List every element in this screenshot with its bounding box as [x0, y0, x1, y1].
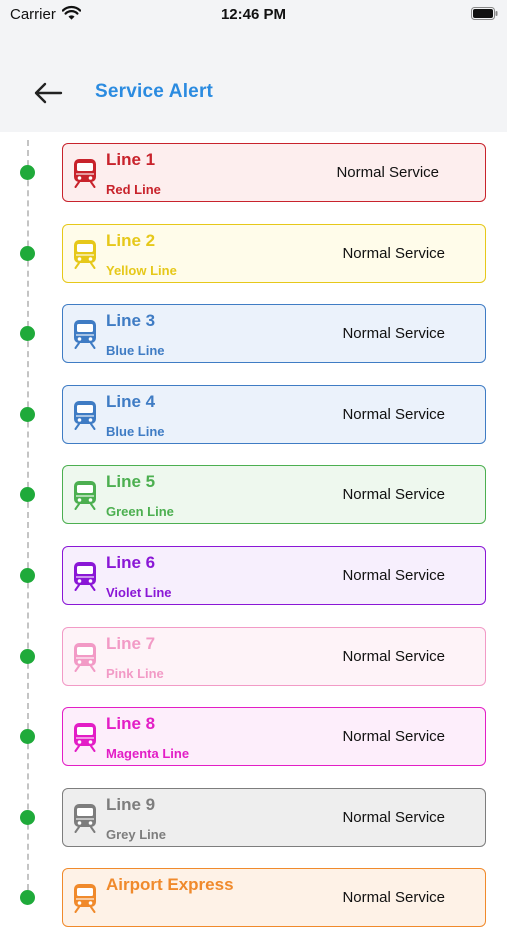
- train-icon: [74, 562, 96, 591]
- timeline-dot: [20, 487, 35, 503]
- timeline-dot: [20, 245, 35, 261]
- back-button[interactable]: [28, 76, 68, 110]
- line-subtitle: Pink Line: [106, 665, 164, 681]
- service-status: Normal Service: [342, 325, 445, 343]
- line-card[interactable]: Line 4 Blue Line Normal Service: [62, 384, 486, 444]
- timeline-dot: [20, 165, 35, 180]
- timeline-dot: [20, 890, 35, 906]
- train-icon: [74, 400, 96, 430]
- line-subtitle: Grey Line: [106, 826, 166, 842]
- line-name: Line 6: [106, 553, 156, 572]
- service-status: Normal Service: [342, 647, 445, 665]
- train-icon: [74, 320, 96, 350]
- service-status: Normal Service: [342, 244, 445, 262]
- line-subtitle: Magenta Line: [106, 746, 190, 762]
- train-icon: [74, 481, 96, 511]
- service-status: Normal Service: [342, 808, 445, 826]
- line-name: Line 2: [106, 230, 156, 250]
- timeline-dot: [20, 648, 35, 664]
- line-name: Line 5: [106, 472, 156, 492]
- timeline-dot: [20, 568, 35, 583]
- line-card[interactable]: Line 6 Violet Line Normal Service: [62, 546, 486, 605]
- line-card[interactable]: Line 3 Blue Line Normal Service: [62, 304, 486, 364]
- timeline-dot: [20, 809, 35, 825]
- line-subtitle: Yellow Line: [106, 262, 177, 278]
- line-name: Airport Express: [106, 875, 234, 895]
- timeline-dot: [20, 326, 35, 342]
- train-icon: [74, 803, 96, 833]
- line-name: Line 8: [106, 714, 156, 734]
- page-title: Service Alert: [95, 81, 214, 102]
- train-icon: [74, 642, 96, 672]
- service-status: Normal Service: [342, 486, 445, 504]
- line-subtitle: Green Line: [106, 504, 174, 520]
- line-card[interactable]: Line 5 Green Line Normal Service: [62, 465, 486, 525]
- service-status: Normal Service: [342, 728, 445, 746]
- line-name: Line 9: [106, 794, 156, 814]
- line-name: Line 1: [106, 150, 156, 169]
- line-subtitle: Red Line: [106, 182, 161, 197]
- arrow-left-icon: [34, 82, 63, 104]
- service-status: Normal Service: [336, 164, 439, 181]
- line-card[interactable]: Line 1 Red Line Normal Service: [62, 143, 486, 202]
- service-status: Normal Service: [342, 405, 445, 423]
- train-icon: [74, 239, 96, 269]
- line-subtitle: Blue Line: [106, 343, 165, 359]
- line-subtitle: Violet Line: [106, 585, 172, 600]
- service-status: Normal Service: [342, 889, 445, 907]
- clock: 12:46 PM: [220, 6, 287, 23]
- line-card[interactable]: Line 2 Yellow Line Normal Service: [62, 223, 486, 283]
- train-icon: [74, 723, 96, 753]
- train-icon: [74, 159, 96, 188]
- line-card[interactable]: Line 9 Grey Line Normal Service: [62, 787, 486, 847]
- line-name: Line 3: [106, 311, 156, 331]
- train-icon: [74, 884, 96, 914]
- battery-icon: [471, 7, 498, 20]
- line-name: Line 4: [106, 391, 156, 411]
- header-bar: Carrier 12:46 PM Service Alert: [0, 0, 507, 132]
- service-status: Normal Service: [342, 567, 445, 584]
- line-subtitle: Blue Line: [106, 423, 165, 439]
- timeline-dot: [20, 729, 35, 745]
- timeline-line: [27, 140, 29, 900]
- line-name: Line 7: [106, 633, 156, 653]
- carrier-label: Carrier: [10, 6, 56, 23]
- wifi-icon: [62, 5, 81, 20]
- line-card[interactable]: Line 8 Magenta Line Normal Service: [62, 707, 486, 767]
- timeline-dot: [20, 406, 35, 422]
- status-bar: Carrier 12:46 PM: [0, 0, 507, 30]
- line-card[interactable]: Line 7 Pink Line Normal Service: [62, 626, 486, 686]
